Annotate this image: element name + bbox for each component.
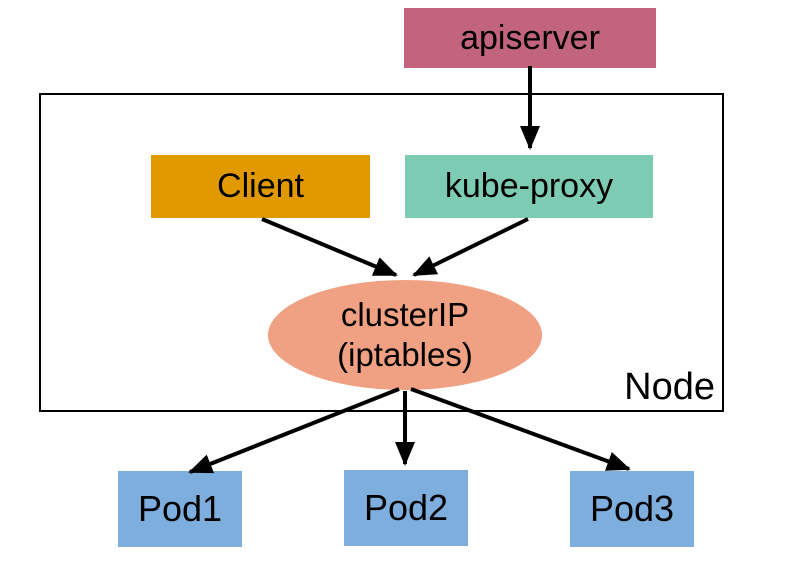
client-label: Client [217, 167, 304, 205]
kube-proxy-label: kube-proxy [444, 167, 614, 205]
cluster-ip-ellipse: clusterIP (iptables) [268, 280, 542, 390]
pod2-box: Pod2 [344, 470, 468, 546]
pod1-label: Pod1 [137, 488, 223, 529]
pod1-box: Pod1 [118, 471, 242, 547]
client-box: Client [151, 155, 370, 218]
cluster-ip-label-line2: (iptables) [337, 336, 473, 373]
kube-proxy-box: kube-proxy [405, 155, 653, 218]
apiserver-label: apiserver [460, 18, 600, 57]
pod3-box: Pod3 [570, 471, 694, 547]
node-label: Node [624, 366, 715, 408]
pod2-label: Pod2 [363, 487, 449, 528]
cluster-ip-label-line1: clusterIP [340, 295, 470, 333]
apiserver-box: apiserver [404, 8, 656, 68]
pod3-label: Pod3 [589, 488, 675, 529]
